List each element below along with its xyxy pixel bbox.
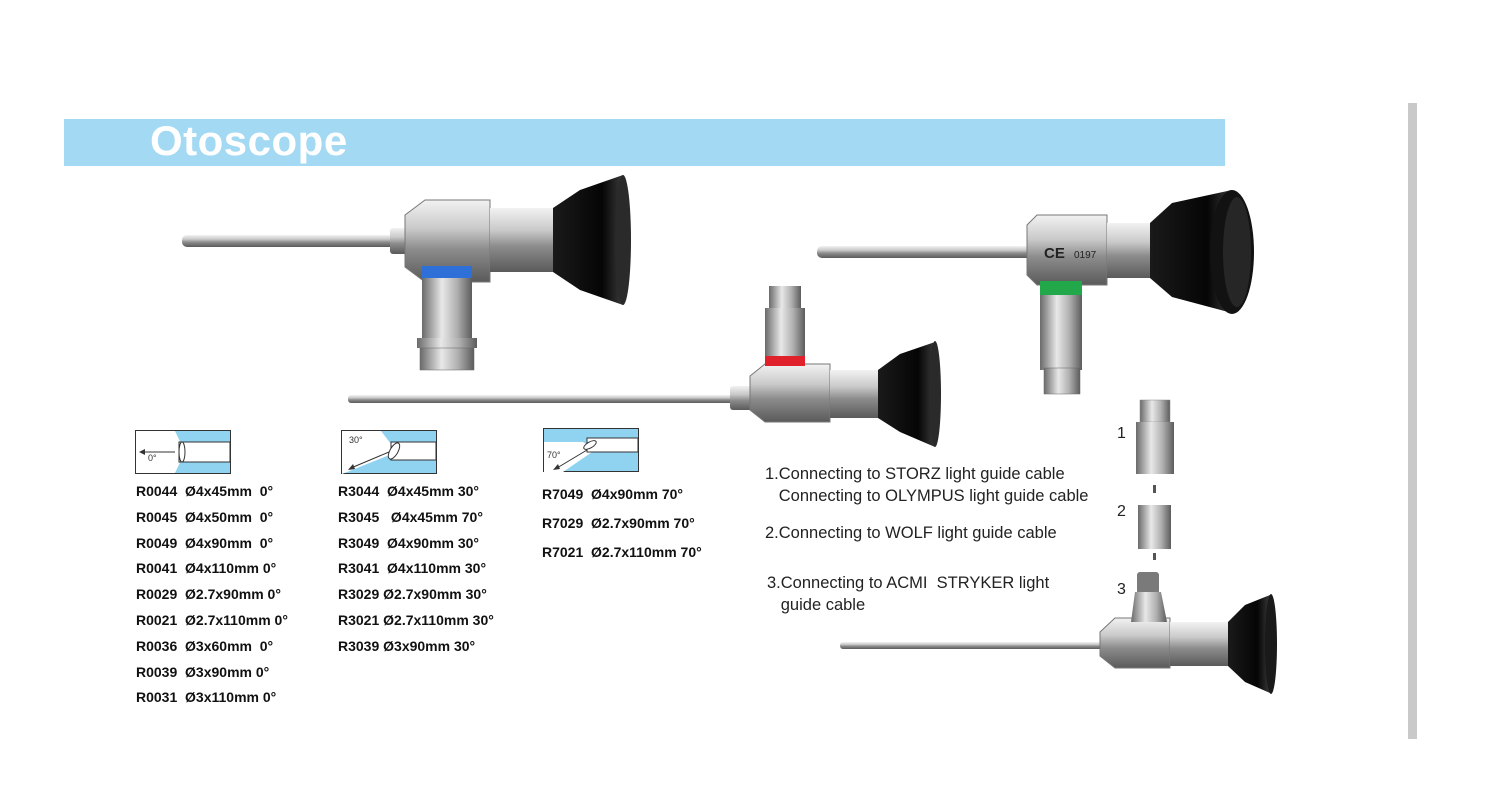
adapter-number-3: 3: [1117, 581, 1126, 598]
list-item: R3041 Ø4x110mm 30°: [338, 560, 487, 577]
list-item: R0036 Ø3x60mm 0°: [136, 637, 274, 654]
angle-70deg-icon: 70°: [543, 428, 639, 472]
list-item: R3021 Ø2.7x110mm 30°: [338, 611, 494, 628]
page-title: Otoscope: [150, 117, 348, 164]
angle-0deg-icon: 0°: [135, 430, 231, 474]
title-banner: [64, 119, 1225, 166]
list-item: R3049 Ø4x90mm 30°: [338, 534, 480, 551]
list-item: R0029 Ø2.7x90mm 0°: [136, 586, 281, 603]
ce-mark: CE: [1044, 245, 1065, 262]
list-item: R3029 Ø2.7x90mm 30°: [338, 586, 487, 603]
adapter-number-2: 2: [1117, 503, 1126, 520]
angle-30deg-label: 30°: [349, 435, 363, 445]
list-item: R7049 Ø4x90mm 70°: [542, 486, 684, 502]
model-list-70deg: R7049 Ø4x90mm 70° R7029 Ø2.7x90mm 70° R7…: [542, 480, 702, 567]
otoscope-30deg-image: [348, 286, 941, 447]
list-item: R0044 Ø4x45mm 0°: [136, 483, 274, 499]
list-item: R3044 Ø4x45mm 30°: [338, 483, 480, 499]
list-item: R0031 Ø3x110mm 0°: [136, 689, 277, 706]
adapter-number-1: 1: [1117, 425, 1126, 442]
otoscope-acmi-image: [840, 572, 1277, 694]
list-item: R0039 Ø3x90mm 0°: [136, 663, 270, 680]
list-item: R3039 Ø3x90mm 30°: [338, 637, 476, 654]
list-item: R7021 Ø2.7x110mm 70°: [542, 544, 702, 560]
otoscope-ce-image: CE 0197: [817, 190, 1254, 395]
list-item: R3045 Ø4x45mm 70°: [338, 508, 483, 525]
list-item: R0041 Ø4x110mm 0°: [136, 560, 277, 577]
angle-0deg-label: 0°: [148, 453, 157, 463]
connection-wolf: 2.Connecting to WOLF light guide cable: [765, 524, 1057, 542]
connection-storz: 1.Connecting to STORZ light guide cable: [765, 465, 1065, 483]
list-item: R0045 Ø4x50mm 0°: [136, 508, 274, 525]
connection-acmi-cont: guide cable: [767, 596, 866, 614]
list-item: R7029 Ø2.7x90mm 70°: [542, 515, 695, 531]
connection-acmi: 3.Connecting to ACMI STRYKER light: [767, 574, 1050, 592]
model-list-0deg: R0044 Ø4x45mm 0° R0045 Ø4x50mm 0° R0049 …: [136, 479, 288, 711]
otoscope-0deg-image: [182, 175, 631, 371]
angle-70deg-label: 70°: [547, 450, 561, 460]
adapter-parts-image: [1136, 399, 1174, 560]
ce-code: 0197: [1074, 250, 1097, 261]
angle-30deg-icon: 30°: [341, 430, 437, 474]
right-border-rule: [1408, 103, 1417, 739]
list-item: R0021 Ø2.7x110mm 0°: [136, 611, 288, 628]
model-list-30deg: R3044 Ø4x45mm 30° R3045 Ø4x45mm 70° R304…: [338, 479, 494, 660]
connection-olympus: Connecting to OLYMPUS light guide cable: [765, 487, 1089, 505]
list-item: R0049 Ø4x90mm 0°: [136, 534, 274, 551]
